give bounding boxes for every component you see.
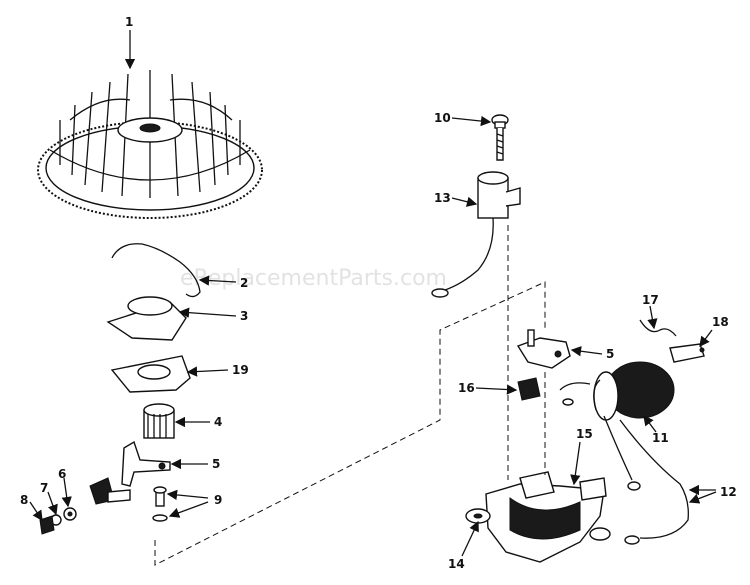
callout-11: 11 [652, 431, 669, 445]
leader-lines [29, 30, 717, 557]
callout-17: 17 [642, 293, 659, 307]
callout-19: 19 [232, 363, 249, 377]
breaker-arm [121, 440, 171, 487]
terminal-clip [669, 343, 705, 363]
contact-points [39, 477, 131, 535]
gasket [110, 355, 191, 393]
callout-16: 16 [458, 381, 475, 395]
callout-labels: 1 2 3 19 4 5 6 7 8 9 10 13 5 16 11 15 17… [20, 15, 737, 571]
lead-wire [619, 419, 689, 545]
ignition-coil [559, 361, 675, 491]
callout-7: 7 [40, 481, 48, 495]
condenser [431, 171, 521, 298]
callout-5-right: 5 [606, 347, 614, 361]
callout-3: 3 [240, 309, 248, 323]
felt-pad [517, 377, 541, 401]
callout-4: 4 [214, 415, 222, 429]
callout-1: 1 [125, 15, 133, 29]
bracket [516, 329, 571, 369]
spring-clip [111, 243, 201, 298]
armature-base [465, 471, 611, 563]
callout-6: 6 [58, 467, 66, 481]
callout-9: 9 [214, 493, 222, 507]
screw-and-washer [152, 486, 168, 522]
callout-8: 8 [20, 493, 28, 507]
callout-13: 13 [434, 191, 451, 205]
ground-wire [639, 319, 677, 337]
watermark: eReplacementParts.com [180, 266, 447, 291]
bushing [143, 403, 175, 439]
flywheel [37, 70, 263, 219]
condenser-screw [491, 114, 509, 161]
callout-15: 15 [576, 427, 593, 441]
callout-18: 18 [712, 315, 729, 329]
callout-10: 10 [434, 111, 451, 125]
callout-5-left: 5 [212, 457, 220, 471]
alignment-dashed-lines [154, 225, 546, 566]
callout-2: 2 [240, 276, 248, 290]
callout-14: 14 [448, 557, 465, 571]
breaker-cover [106, 296, 187, 341]
callout-12: 12 [720, 485, 737, 499]
